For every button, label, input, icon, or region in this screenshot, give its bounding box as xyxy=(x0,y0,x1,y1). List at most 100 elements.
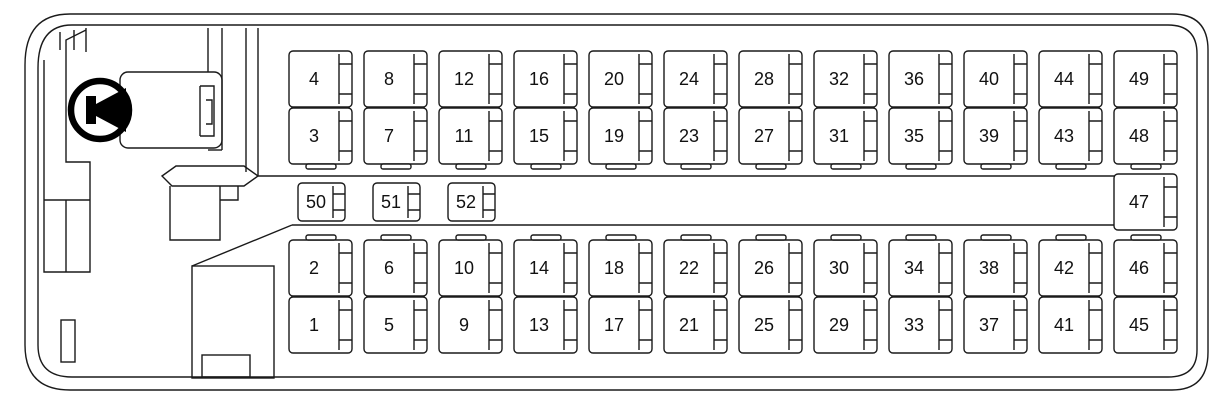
seat-52[interactable]: 52 xyxy=(447,182,496,222)
seat-3[interactable]: 3 xyxy=(288,107,353,170)
seat-40[interactable]: 40 xyxy=(963,50,1028,108)
seat-24[interactable]: 24 xyxy=(663,50,728,108)
seat-cushion xyxy=(663,50,728,108)
seat-armrest xyxy=(1055,163,1087,170)
seat-18[interactable]: 18 xyxy=(588,234,653,297)
seat-23[interactable]: 23 xyxy=(663,107,728,170)
seat-2[interactable]: 2 xyxy=(288,234,353,297)
seat-25[interactable]: 25 xyxy=(738,296,803,354)
seat-backrest xyxy=(563,300,577,350)
seat-backrest xyxy=(1013,54,1027,104)
seat-backrest xyxy=(1013,300,1027,350)
seat-cushion xyxy=(588,50,653,108)
seat-backrest xyxy=(938,111,952,161)
seat-42[interactable]: 42 xyxy=(1038,234,1103,297)
seat-number: 1 xyxy=(309,315,319,335)
seat-36[interactable]: 36 xyxy=(888,50,953,108)
seat-20[interactable]: 20 xyxy=(588,50,653,108)
seat-11[interactable]: 11 xyxy=(438,107,503,170)
seat-12[interactable]: 12 xyxy=(438,50,503,108)
seat-31[interactable]: 31 xyxy=(813,107,878,170)
seat-backrest xyxy=(938,243,952,293)
seat-15[interactable]: 15 xyxy=(513,107,578,170)
seat-39[interactable]: 39 xyxy=(963,107,1028,170)
seat-16[interactable]: 16 xyxy=(513,50,578,108)
seat-41[interactable]: 41 xyxy=(1038,296,1103,354)
seat-armrest xyxy=(455,234,487,241)
seat-28[interactable]: 28 xyxy=(738,50,803,108)
seat-14[interactable]: 14 xyxy=(513,234,578,297)
seat-7[interactable]: 7 xyxy=(363,107,428,170)
seat-backrest xyxy=(413,54,427,104)
seat-number: 2 xyxy=(309,258,319,278)
seat-backrest xyxy=(488,243,502,293)
seat-50[interactable]: 50 xyxy=(297,182,346,222)
seat-backrest xyxy=(788,111,802,161)
seat-32[interactable]: 32 xyxy=(813,50,878,108)
seat-30[interactable]: 30 xyxy=(813,234,878,297)
seat-backrest xyxy=(1088,243,1102,293)
seat-number: 28 xyxy=(754,69,774,89)
seat-49[interactable]: 49 xyxy=(1113,50,1178,108)
seat-backrest xyxy=(713,300,727,350)
seat-26[interactable]: 26 xyxy=(738,234,803,297)
seat-38[interactable]: 38 xyxy=(963,234,1028,297)
seat-backrest xyxy=(1163,300,1177,350)
seat-armrest xyxy=(680,234,712,241)
seat-6[interactable]: 6 xyxy=(363,234,428,297)
seat-backrest xyxy=(482,186,495,218)
seat-19[interactable]: 19 xyxy=(588,107,653,170)
seat-47[interactable]: 47 xyxy=(1113,173,1178,231)
seat-backrest xyxy=(638,300,652,350)
seat-10[interactable]: 10 xyxy=(438,234,503,297)
seat-number: 13 xyxy=(529,315,549,335)
seat-29[interactable]: 29 xyxy=(813,296,878,354)
seat-cushion xyxy=(288,50,353,108)
seat-22[interactable]: 22 xyxy=(663,234,728,297)
seat-backrest xyxy=(788,243,802,293)
seat-number: 17 xyxy=(604,315,624,335)
seat-9[interactable]: 9 xyxy=(438,296,503,354)
seat-armrest xyxy=(905,234,937,241)
seat-number: 9 xyxy=(459,315,469,335)
seat-34[interactable]: 34 xyxy=(888,234,953,297)
seat-8[interactable]: 8 xyxy=(363,50,428,108)
seat-27[interactable]: 27 xyxy=(738,107,803,170)
seat-13[interactable]: 13 xyxy=(513,296,578,354)
seat-cushion xyxy=(1038,50,1103,108)
seat-cushion xyxy=(288,296,353,354)
seat-35[interactable]: 35 xyxy=(888,107,953,170)
seat-37[interactable]: 37 xyxy=(963,296,1028,354)
seat-48[interactable]: 48 xyxy=(1113,107,1178,170)
seat-number: 31 xyxy=(829,126,849,146)
seat-4[interactable]: 4 xyxy=(288,50,353,108)
seat-number: 50 xyxy=(306,192,326,212)
seat-5[interactable]: 5 xyxy=(363,296,428,354)
seat-cushion xyxy=(663,296,728,354)
seat-number: 39 xyxy=(979,126,999,146)
steering-wheel-icon xyxy=(67,77,133,143)
seat-33[interactable]: 33 xyxy=(888,296,953,354)
seat-51[interactable]: 51 xyxy=(372,182,421,222)
seat-44[interactable]: 44 xyxy=(1038,50,1103,108)
seat-number: 10 xyxy=(454,258,474,278)
seat-45[interactable]: 45 xyxy=(1113,296,1178,354)
bus-outer-outline xyxy=(24,13,1209,391)
bus-inner-outline xyxy=(37,24,1198,378)
seat-backrest xyxy=(1088,111,1102,161)
seat-backrest xyxy=(938,54,952,104)
seat-cushion xyxy=(813,50,878,108)
seat-backrest xyxy=(638,54,652,104)
seat-number: 47 xyxy=(1129,192,1149,212)
seat-cushion xyxy=(738,296,803,354)
seat-1[interactable]: 1 xyxy=(288,296,353,354)
seat-number: 51 xyxy=(381,192,401,212)
seat-armrest xyxy=(605,234,637,241)
seat-armrest xyxy=(755,163,787,170)
seat-46[interactable]: 46 xyxy=(1113,234,1178,297)
seat-21[interactable]: 21 xyxy=(663,296,728,354)
seat-number: 34 xyxy=(904,258,924,278)
seat-17[interactable]: 17 xyxy=(588,296,653,354)
seat-43[interactable]: 43 xyxy=(1038,107,1103,170)
